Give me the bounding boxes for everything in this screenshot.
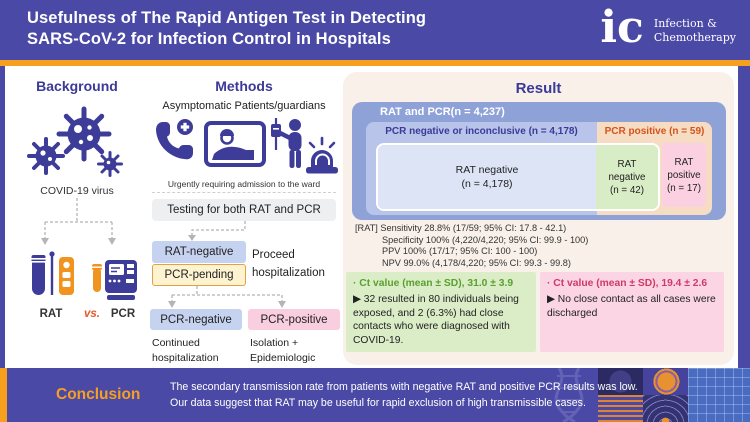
result-section-title: Result bbox=[515, 80, 562, 97]
pcr-result-box: PCR negative or inconclusive (n = 4,178)… bbox=[366, 122, 712, 215]
methods-section-title: Methods bbox=[215, 78, 273, 94]
methods-subtitle: Asymptomatic Patients/guardians bbox=[162, 100, 326, 112]
conclusion-title: Conclusion bbox=[56, 386, 141, 403]
dna-helix-decoration bbox=[554, 368, 584, 422]
rat-negative-small-cell: RAT negative (n = 42) bbox=[596, 145, 658, 209]
background-branch-connector bbox=[41, 198, 116, 245]
header-bar: Usefulness of The Rapid Antigen Test in … bbox=[0, 0, 750, 60]
siren-icon bbox=[306, 136, 338, 174]
person-iv-icon bbox=[271, 118, 302, 168]
stat-sensitivity: [RAT] Sensitivity 28.8% (17/59; 95% CI: … bbox=[355, 223, 567, 233]
page-title: Usefulness of The Rapid Antigen Test in … bbox=[27, 9, 427, 48]
journal-logo: ic Infection & Chemotherapy bbox=[600, 5, 736, 51]
pcr-pending-step-box: PCR-pending bbox=[152, 264, 246, 286]
rapid-antigen-test-icon bbox=[31, 251, 74, 295]
left-edge-bar bbox=[0, 66, 5, 368]
decor-tile-stripes bbox=[598, 395, 643, 422]
phone-medical-icon bbox=[156, 119, 193, 160]
conclusion-bar: Conclusion The secondary transmission ra… bbox=[0, 368, 750, 422]
testing-step-box: Testing for both RAT and PCR bbox=[152, 199, 336, 221]
patient-bed-icon bbox=[204, 121, 266, 167]
decor-tile-orange-ring bbox=[643, 368, 688, 395]
decor-tile-concentric bbox=[643, 395, 688, 422]
pcr-negative-outcome-box: PCR-negative bbox=[150, 309, 242, 330]
conclusion-text: The secondary transmission rate from pat… bbox=[170, 381, 638, 409]
coronavirus-icon bbox=[27, 106, 123, 177]
admission-icons bbox=[156, 118, 338, 174]
pcr-positive-outcome-box: PCR-positive bbox=[248, 309, 340, 330]
pcr-machine-icon bbox=[92, 260, 137, 300]
ct-value-green-body: ▶ 32 resulted in 80 individuals being ex… bbox=[353, 294, 519, 346]
total-cohort-label: RAT and PCR(n = 4,237) bbox=[380, 106, 505, 118]
stat-ppv: PPV 100% (17/17; 95% CI: 100 - 100) bbox=[382, 246, 538, 256]
ct-value-green-header: · Ct value (mean ± SD), 31.0 ± 3.9 bbox=[353, 278, 514, 289]
total-cohort-box: RAT and PCR(n = 4,237) PCR negative or i… bbox=[352, 102, 726, 220]
rat-label: RAT bbox=[39, 308, 63, 320]
methods-flow-connectors bbox=[168, 221, 286, 308]
covid-virus-caption: COVID-19 virus bbox=[40, 185, 114, 197]
admission-caption: Urgently requiring admission to the ward bbox=[167, 179, 321, 189]
background-section-title: Background bbox=[36, 78, 118, 94]
stat-specificity: Specificity 100% (4,220/4,220; 95% CI: 9… bbox=[382, 234, 589, 245]
conclusion-accent-bar bbox=[0, 368, 7, 422]
pcr-negative-region-label: PCR negative or inconclusive (n = 4,178) bbox=[385, 126, 578, 137]
pcr-positive-region-label: PCR positive (n = 59) bbox=[604, 126, 705, 137]
rat-negative-overlap-box: RAT negative (n = 4,178) RAT negative (n… bbox=[376, 143, 660, 211]
pcr-label: PCR bbox=[110, 308, 136, 320]
proceed-hospitalization-text: Proceed hospitalization bbox=[252, 249, 325, 279]
stat-npv: NPV 99.0% (4,178/4,220; 95% CI: 99.3 - 9… bbox=[382, 257, 571, 268]
rat-performance-stats: [RAT] Sensitivity 28.8% (17/59; 95% CI: … bbox=[355, 223, 588, 269]
decor-tile-grid bbox=[688, 368, 750, 422]
decor-tile-circle bbox=[598, 368, 643, 395]
journal-logo-name: Infection & Chemotherapy bbox=[653, 17, 736, 44]
vs-label: vs. bbox=[84, 308, 100, 320]
ct-value-green-box: · Ct value (mean ± SD), 31.0 ± 3.9 ▶ 32 … bbox=[346, 272, 536, 352]
rat-positive-cell: RAT positive (n = 17) bbox=[662, 143, 706, 207]
result-panel: Result RAT and PCR(n = 4,237) PCR negati… bbox=[343, 72, 734, 365]
ct-value-pink-box: · Ct value (mean ± SD), 19.4 ± 2.6 ▶ No … bbox=[540, 272, 724, 352]
rat-negative-large-cell: RAT negative (n = 4,178) bbox=[378, 145, 596, 209]
rat-negative-step-box: RAT-negative bbox=[152, 241, 246, 263]
ct-value-pink-header: · Ct value (mean ± SD), 19.4 ± 2.6 bbox=[547, 278, 708, 289]
ct-value-pink-body: ▶ No close contact as all cases were dis… bbox=[547, 294, 716, 319]
right-edge-bar bbox=[738, 66, 750, 368]
orange-divider-strip bbox=[0, 60, 750, 66]
methods-dashed-divider bbox=[152, 192, 336, 193]
journal-logo-mark: ic bbox=[600, 2, 644, 53]
continued-hospitalization-text: Continued hospitalization bbox=[152, 337, 219, 364]
